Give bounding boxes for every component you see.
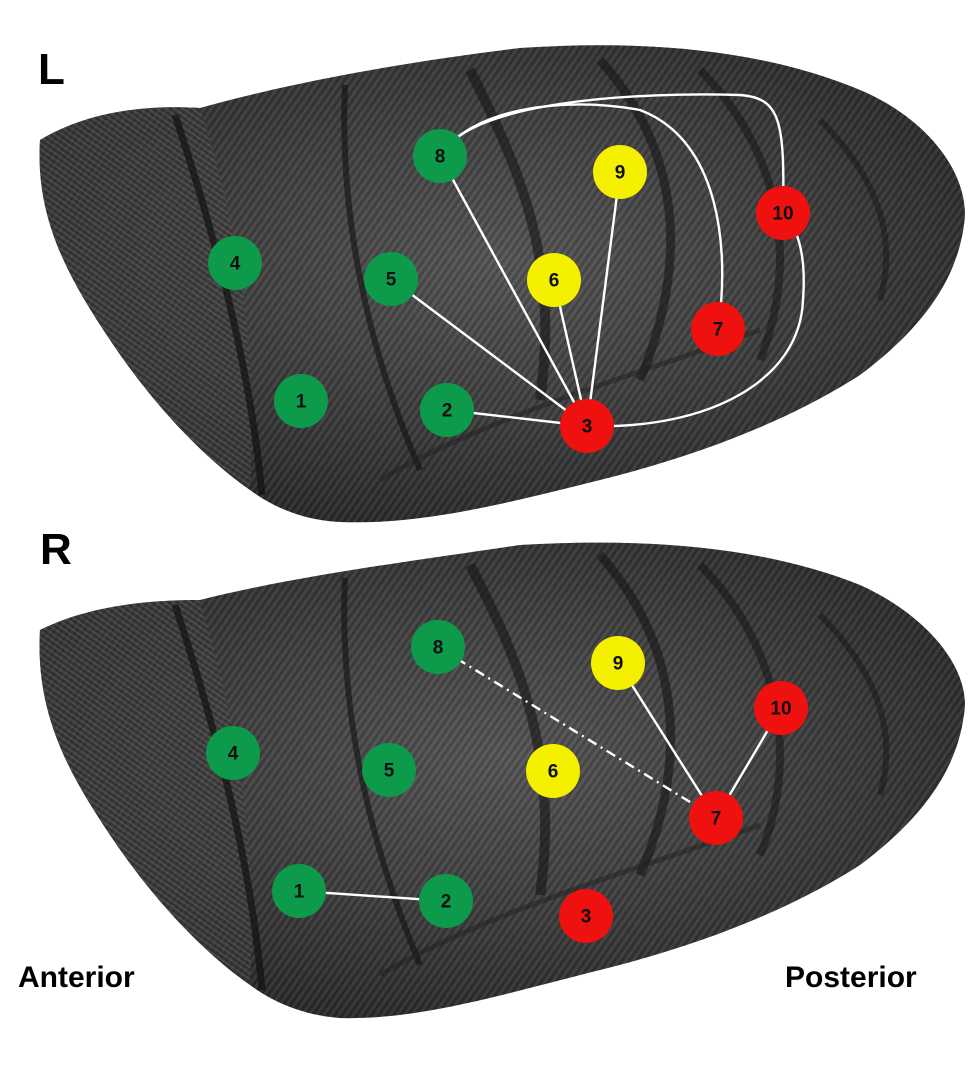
connection-L-3-5 [390, 278, 588, 427]
region-node-R-1: 1 [272, 864, 326, 918]
region-node-R-2: 2 [419, 874, 473, 928]
region-number: 8 [433, 638, 444, 659]
region-number: 8 [435, 147, 446, 168]
connection-R-9-7 [616, 662, 718, 819]
region-number: 7 [713, 320, 724, 341]
region-node-R-3: 3 [559, 889, 613, 943]
region-number: 1 [296, 392, 307, 413]
region-circle [591, 636, 645, 690]
region-circle [754, 681, 808, 735]
region-number: 6 [548, 762, 559, 783]
region-circle [274, 374, 328, 428]
region-node-L-2: 2 [420, 383, 474, 437]
region-number: 2 [441, 892, 452, 913]
region-number: 3 [582, 417, 593, 438]
region-number: 6 [549, 271, 560, 292]
region-node-R-9: 9 [591, 636, 645, 690]
connection-L-3-10 [586, 212, 805, 428]
region-number: 9 [615, 163, 626, 184]
region-circle [689, 791, 743, 845]
left-hemisphere-label: L [38, 45, 65, 94]
region-circle [364, 252, 418, 306]
region-circle [413, 129, 467, 183]
region-circle [272, 864, 326, 918]
connection-L-8-10 [438, 93, 785, 214]
region-number: 10 [770, 699, 791, 720]
region-number: 3 [581, 907, 592, 928]
region-circle [206, 726, 260, 780]
region-node-L-7: 7 [691, 302, 745, 356]
region-number: 10 [772, 204, 793, 225]
region-circle [560, 399, 614, 453]
region-node-L-6: 6 [527, 253, 581, 307]
region-node-R-6: 6 [526, 744, 580, 798]
region-circle [419, 874, 473, 928]
region-circle [208, 236, 262, 290]
region-number: 5 [386, 270, 397, 291]
region-node-R-4: 4 [206, 726, 260, 780]
region-circle [362, 743, 416, 797]
region-circle [593, 145, 647, 199]
connection-R-8-7 [437, 645, 717, 820]
region-circle [411, 620, 465, 674]
region-number: 5 [384, 761, 395, 782]
right-insula-image [39, 542, 965, 1019]
region-number: 9 [613, 654, 624, 675]
region-circle [526, 744, 580, 798]
region-circle [420, 383, 474, 437]
connection-L-3-9 [585, 171, 622, 427]
region-node-L-5: 5 [364, 252, 418, 306]
region-node-L-9: 9 [593, 145, 647, 199]
region-node-L-1: 1 [274, 374, 328, 428]
posterior-label: Posterior [785, 961, 917, 994]
region-node-R-8: 8 [411, 620, 465, 674]
anterior-label: Anterior [18, 961, 135, 994]
region-node-R-7: 7 [689, 791, 743, 845]
region-circle [691, 302, 745, 356]
right-regions: 1 2 3 4 5 6 7 8 9 10 [206, 620, 808, 943]
region-node-R-5: 5 [362, 743, 416, 797]
left-insula-image [39, 45, 965, 523]
region-node-L-4: 4 [208, 236, 262, 290]
region-circle [756, 186, 810, 240]
region-number: 1 [294, 882, 305, 903]
connection-L-3-8 [438, 155, 589, 427]
region-number: 7 [711, 809, 722, 830]
region-circle [559, 889, 613, 943]
region-node-L-3: 3 [560, 399, 614, 453]
region-circle [527, 253, 581, 307]
region-number: 4 [228, 744, 239, 765]
region-number: 4 [230, 254, 241, 275]
region-node-L-10: 10 [756, 186, 810, 240]
right-hemisphere-label: R [40, 525, 72, 574]
region-node-R-10: 10 [754, 681, 808, 735]
region-number: 2 [442, 401, 453, 422]
region-node-L-8: 8 [413, 129, 467, 183]
left-regions: 1 2 3 4 5 6 7 8 9 10 [208, 129, 810, 453]
